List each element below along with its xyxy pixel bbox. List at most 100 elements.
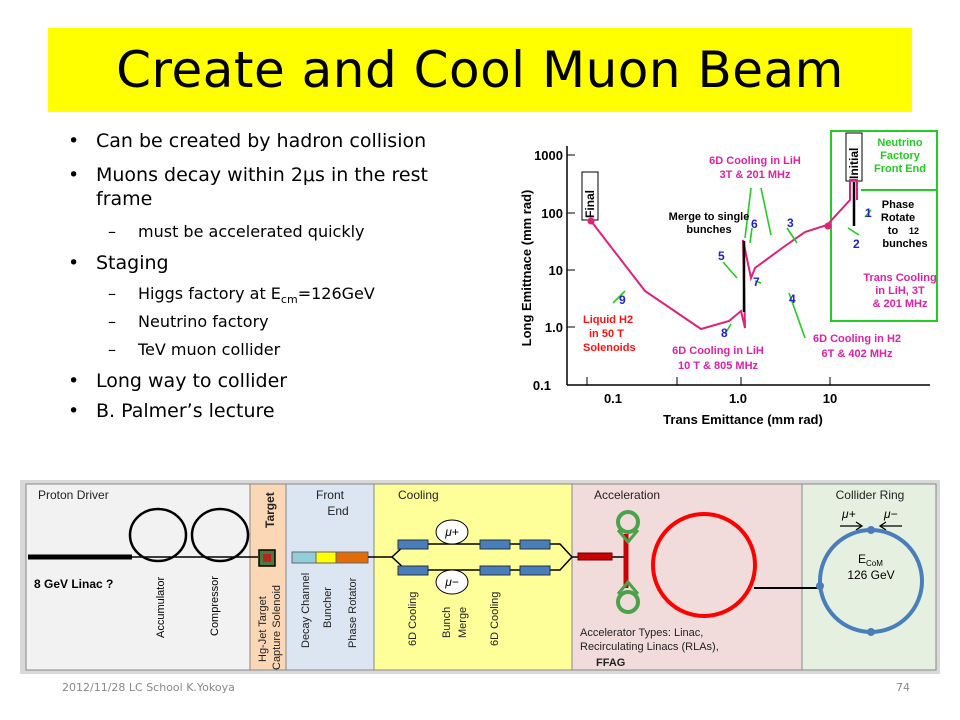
xtick-1: 1.0: [729, 391, 747, 406]
cooling-cell-2: [397, 565, 429, 576]
bullet-hadron: Can be created by hadron collision: [68, 130, 426, 152]
section-proton-driver: [25, 483, 251, 671]
label-ring-mu-plus: μ+: [841, 507, 856, 521]
label-phase-rotator: Phase Rotator: [347, 577, 359, 648]
ring-node-left: [816, 582, 824, 590]
label-accumulator: Accumulator: [155, 577, 167, 638]
emittance-chart: 1000 100 10 1.0 0.1 0.1 1.0 10 Trans Emi…: [519, 130, 938, 427]
buncher-block: [315, 551, 337, 564]
rla-loop-bottom: [616, 590, 640, 614]
marker-4: 4: [789, 292, 796, 306]
marker-9: 9: [619, 293, 626, 307]
sub-neutrino-factory: Neutrino factory: [108, 312, 269, 331]
marker-1: 1: [865, 206, 872, 220]
label-6d-cooling-1: 6D Cooling: [407, 592, 419, 646]
label-6d-h2-2: 6T & 402 MHz: [822, 348, 893, 360]
label-liquid-h2-1: Liquid H2: [583, 314, 633, 326]
cooling-cell-4: [479, 565, 511, 576]
label-linac: 8 GeV Linac ?: [34, 577, 113, 591]
final-point: [587, 217, 595, 225]
ytick-1: 1.0: [545, 320, 563, 335]
label-acc-types-1: Accelerator Types: Linac,: [580, 627, 703, 639]
ring-node-top: [867, 526, 875, 534]
higgs-text: Higgs factory at E: [138, 284, 281, 303]
ytick-100: 100: [541, 206, 563, 221]
ring-node-bottom: [867, 628, 875, 636]
nf-label-2: Factory: [880, 150, 921, 162]
sub-accelerate: must be accelerated quickly: [108, 222, 364, 241]
label-ecom: ECoM: [858, 552, 883, 568]
marker-3: 3: [787, 216, 794, 230]
label-acc-types-2: Recirculating Linacs (RLAs),: [580, 641, 719, 653]
title-front-end-1: Front: [316, 488, 345, 502]
title-target: Target: [263, 492, 277, 528]
pre-accelerator: [577, 552, 613, 561]
bullet-long-way: Long way to collider: [68, 370, 287, 392]
label-bunch: Bunch: [441, 607, 453, 638]
page-number: 74: [896, 681, 910, 694]
marker-8: 8: [721, 326, 728, 340]
higgs-energy: =126GeV: [297, 284, 375, 303]
footer-author: 2012/11/28 LC School K.Yokoya: [62, 681, 235, 694]
bullet-muon-decay-cont: frame: [96, 188, 153, 210]
bullet-muon-decay: Muons decay within 2μs in the rest: [68, 164, 428, 186]
label-trans-2: in LiH, 3T: [875, 285, 925, 297]
marker-6: 6: [751, 217, 758, 231]
sub-higgs-factory: Higgs factory at Ecm=126GeV: [108, 284, 375, 306]
label-mu-plus: μ+: [444, 525, 459, 539]
target-core: [263, 554, 271, 562]
label-6d-lih-10t-2: 10 T & 805 MHz: [678, 360, 759, 372]
label-buncher: Buncher: [322, 587, 334, 628]
label-phase-1: Phase: [882, 199, 914, 211]
label-6d-lih-3t-1: 6D Cooling in LiH: [709, 155, 801, 167]
label-phase-2: Rotate: [881, 212, 915, 224]
section-target: [249, 483, 287, 671]
marker-2: 2: [853, 237, 860, 251]
section-collider-ring: [801, 483, 937, 671]
phase-rotator-block: [335, 551, 369, 564]
xtick-0-1: 0.1: [604, 391, 622, 406]
collider-layout: Proton Driver Target Front End Cooling A…: [20, 480, 940, 674]
label-capture-solenoid: Capture Solenoid: [271, 585, 283, 670]
label-ffag: FFAG: [596, 657, 625, 669]
mu-plus-arrow: [840, 521, 864, 531]
sub-tev-collider: TeV muon collider: [108, 340, 280, 359]
mu-minus-arrow: [878, 521, 902, 531]
label-merge-1: Merge to single: [669, 211, 750, 223]
label-trans-3: & 201 MHz: [872, 298, 928, 310]
label-6d-h2-1: 6D Cooling in H2: [813, 333, 901, 345]
initial-label: Initial: [847, 148, 861, 179]
ytick-0-1: 0.1: [533, 378, 551, 393]
ffag-ring: [651, 512, 757, 618]
decay-channel-block: [291, 551, 317, 564]
bullet-staging: Staging: [68, 252, 168, 274]
accumulator-ring: [128, 507, 188, 563]
cooling-cell-6: [519, 565, 551, 576]
label-liquid-h2-2: in 50 T: [589, 328, 624, 340]
nf-label-1: Neutrino: [877, 137, 923, 149]
label-liquid-h2-3: Solenoids: [583, 342, 636, 354]
label-phase-5: bunches: [882, 238, 927, 250]
y-axis-label: Long Emittnace (mm rad): [519, 190, 534, 347]
initial-point: [824, 222, 832, 230]
ytick-10: 10: [549, 263, 563, 278]
title-bar: Create and Cool Muon Beam: [48, 28, 912, 112]
final-label: Final: [583, 190, 597, 218]
title-front-end-2: End: [327, 504, 348, 518]
ytick-1000: 1000: [534, 148, 563, 163]
label-ecom-sub: CoM: [866, 559, 883, 568]
emittance-curve: [590, 179, 858, 331]
slide-title: Create and Cool Muon Beam: [116, 41, 844, 99]
title-collider-ring: Collider Ring: [836, 488, 905, 502]
compressor-ring: [190, 507, 250, 563]
label-compressor: Compressor: [209, 576, 221, 636]
xtick-10: 10: [823, 391, 837, 406]
mu-minus-bubble: [435, 569, 469, 595]
section-front-end: [285, 483, 375, 671]
marker-5: 5: [718, 249, 725, 263]
label-6d-lih-3t-2: 3T & 201 MHz: [720, 169, 791, 181]
label-merge: Merge: [457, 607, 469, 638]
label-mu-minus: μ−: [444, 575, 459, 589]
mu-plus-bubble: [435, 519, 469, 545]
label-decay-channel: Decay Channel: [300, 573, 312, 648]
